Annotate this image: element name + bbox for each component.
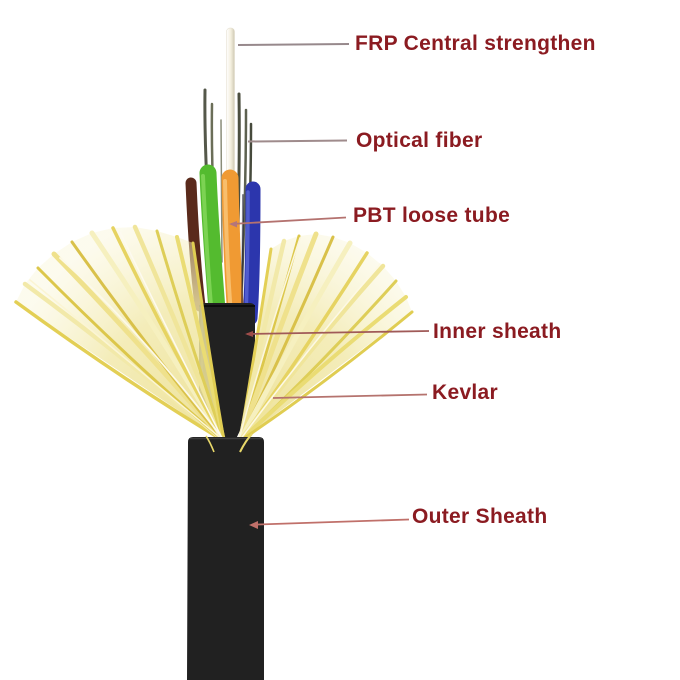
leader-line-frp: [237, 43, 350, 46]
label-kevlar: Kevlar: [432, 381, 499, 404]
tube-blue: [242, 181, 261, 326]
leader-line-outer-sheath: [257, 518, 410, 526]
leader-arrow-outer-sheath: [249, 521, 258, 529]
kevlar-fan-right: [237, 231, 414, 444]
leader-lines: [229, 43, 430, 529]
leader-arrow-pbt: [229, 221, 237, 228]
kevlar-fan-left: [14, 224, 227, 444]
leader-arrow-inner-sheath: [245, 331, 253, 337]
label-outer-sheath: Outer Sheath: [412, 505, 548, 528]
label-frp-central-strengthen: FRP Central strengthen: [355, 32, 596, 55]
leader-line-pbt: [230, 216, 347, 225]
leader-line-inner-sheath: [246, 330, 430, 335]
label-pbt-loose-tube: PBT loose tube: [353, 204, 511, 227]
label-inner-sheath: Inner sheath: [433, 320, 562, 343]
leader-line-kevlar: [272, 393, 428, 399]
tube-green: [199, 164, 226, 319]
outer-sheath-shape: [187, 433, 264, 680]
label-optical-fiber: Optical fiber: [356, 129, 483, 152]
leader-line-optical-fiber: [247, 139, 348, 143]
